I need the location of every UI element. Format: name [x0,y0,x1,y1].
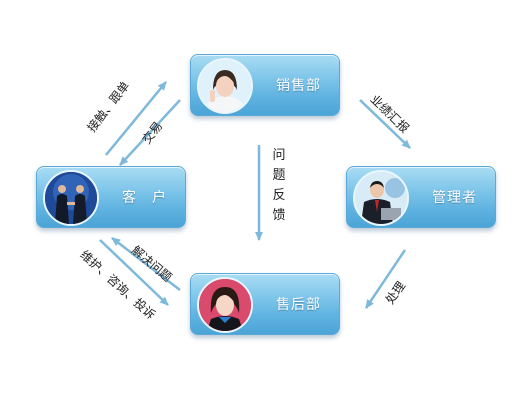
after-sales-label: 售后部 [276,297,321,313]
manager-label: 管理者 [432,190,477,206]
sales-avatar [197,58,253,114]
node-after-sales: 售后部 [190,273,340,335]
sales-label: 销售部 [276,78,321,94]
feedback-char-2: 题 [272,168,286,183]
feedback-char-4: 馈 [272,208,286,223]
feedback-char-1: 问 [272,148,286,163]
arrow-manager-to-after-sales [364,249,407,309]
label-feedback: 问 题 反 馈 [270,146,288,226]
node-sales: 销售部 [190,54,340,116]
arrow-customer-to-sales [105,81,167,156]
customer-avatar [43,170,99,226]
manager-avatar [353,170,409,226]
after-sales-avatar [197,277,253,333]
arrow-customer-to-after-sales [99,239,169,306]
feedback-char-3: 反 [272,188,286,203]
node-customer: 客 户 [36,166,186,228]
arrow-sales-to-manager [359,99,411,149]
arrow-after-sales-to-customer [111,237,181,291]
node-manager: 管理者 [346,166,496,228]
arrow-sales-to-customer [119,99,181,166]
customer-label: 客 户 [122,190,167,206]
